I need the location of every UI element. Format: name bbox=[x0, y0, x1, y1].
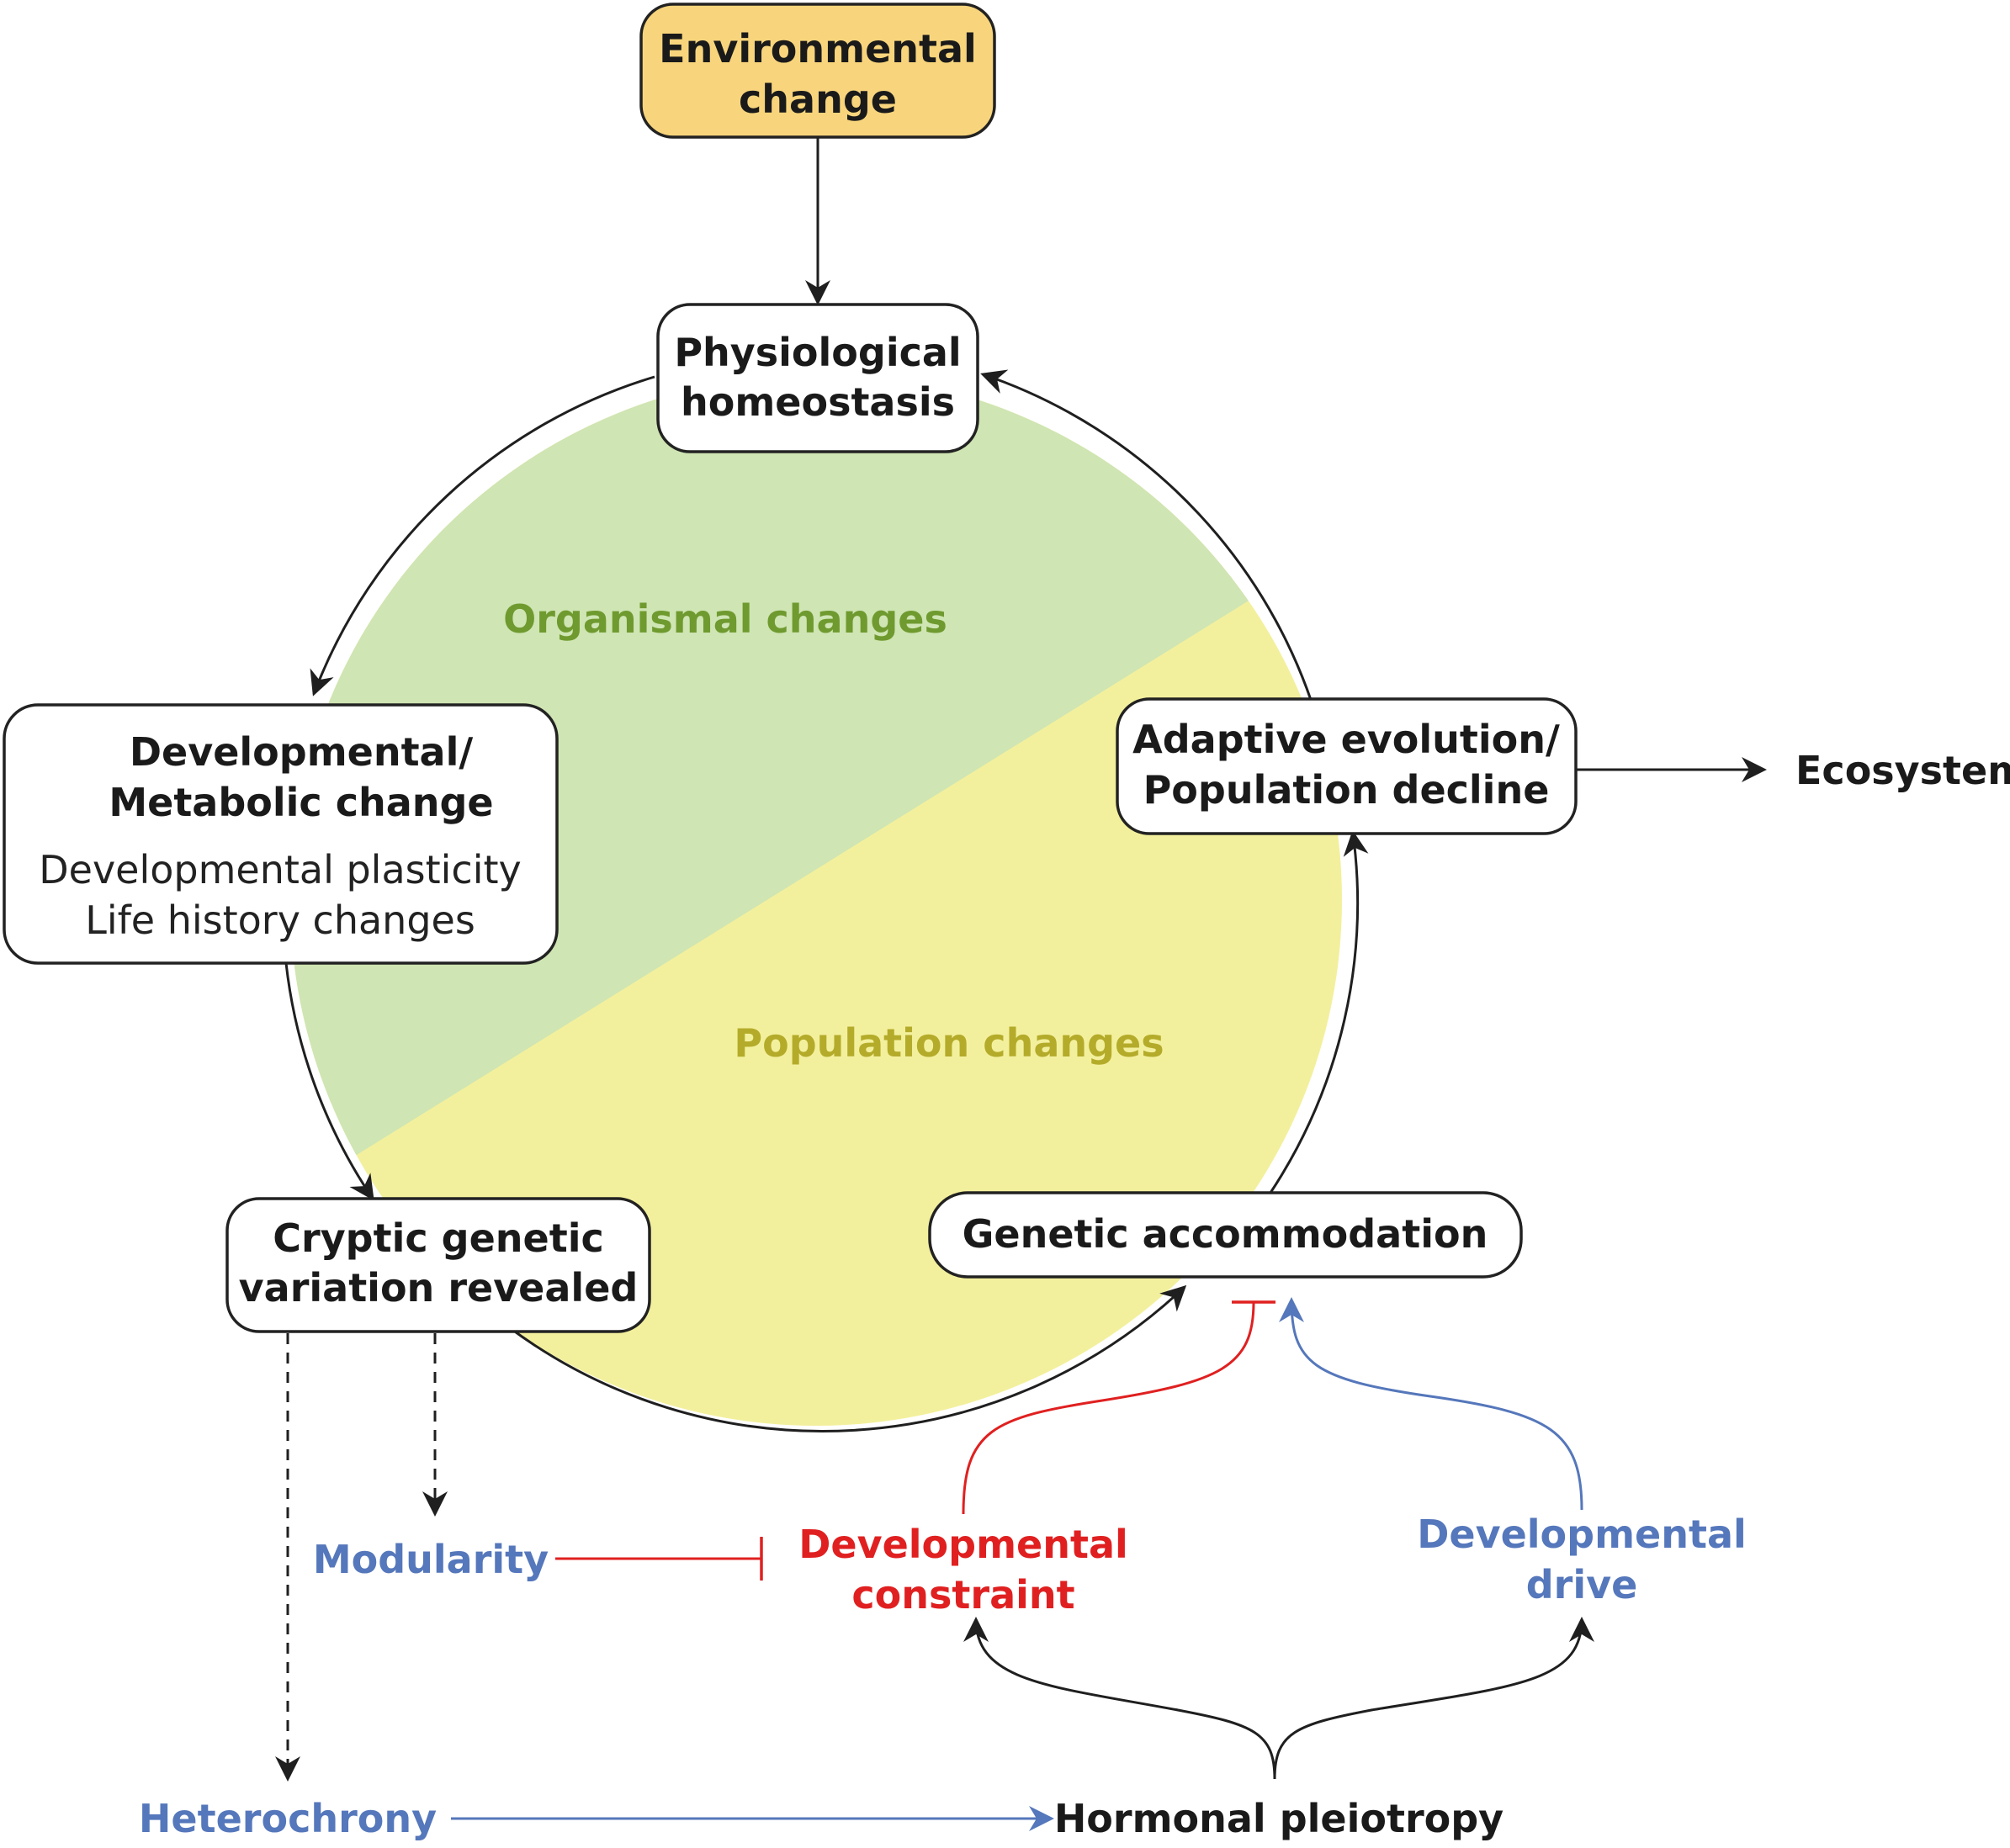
physiological-homeostasis-line1: Physiological bbox=[674, 330, 961, 375]
cryptic-variation-line2: variation revealed bbox=[239, 1265, 639, 1311]
cryptic-variation-box bbox=[225, 1197, 651, 1333]
arrow-adaptive-to-homeostasis bbox=[980, 369, 1324, 739]
hormonal-pleiotropy-label: Hormonal pleiotropy bbox=[1054, 1796, 1504, 1841]
organismal-changes-label: Organismal changes bbox=[503, 596, 947, 642]
developmental-constraint-line1: Developmental bbox=[798, 1522, 1128, 1567]
arrow-pleiotropy-to-drive bbox=[1273, 1617, 1594, 1780]
genetic-accommodation-box bbox=[928, 1191, 1523, 1279]
developmental-plasticity-text: Developmental plasticity bbox=[39, 847, 522, 892]
arrow-pleiotropy-to-constraint bbox=[963, 1617, 1276, 1780]
heterochrony-label: Heterochrony bbox=[139, 1796, 437, 1841]
environmental-change-node: Environmental change bbox=[639, 3, 996, 139]
environmental-change-line2: change bbox=[739, 77, 897, 122]
genetic-accommodation-text: Genetic accommodation bbox=[963, 1211, 1488, 1257]
arrow-cryptic-to-accommodation bbox=[508, 1284, 1187, 1432]
cryptic-variation-line1: Cryptic genetic bbox=[273, 1215, 604, 1261]
inhibit-constraint-to-accommodation bbox=[962, 1301, 1255, 1515]
developmental-drive-line2: drive bbox=[1526, 1562, 1638, 1607]
life-history-changes-text: Life history changes bbox=[85, 898, 475, 943]
arrow-developmental-to-cryptic bbox=[284, 962, 374, 1201]
adaptive-evolution-box bbox=[1116, 697, 1578, 835]
genetic-accommodation-node: Genetic accommodation bbox=[928, 1191, 1523, 1279]
developmental-drive-line1: Developmental bbox=[1417, 1512, 1747, 1557]
environmental-change-box bbox=[639, 3, 996, 139]
arrow-accommodation-to-adaptive bbox=[1269, 830, 1369, 1194]
population-changes-label: Population changes bbox=[734, 1020, 1164, 1066]
developmental-metabolic-box bbox=[3, 703, 559, 965]
physiological-homeostasis-node: Physiological homeostasis bbox=[656, 303, 979, 453]
organismal-region bbox=[290, 374, 1342, 1220]
environmental-change-line1: Environmental bbox=[659, 26, 977, 71]
cycle-arrows bbox=[284, 369, 1369, 1432]
modularity-label: Modularity bbox=[313, 1537, 549, 1582]
developmental-metabolic-line1: Developmental/ bbox=[130, 729, 474, 775]
physiological-homeostasis-line2: homeostasis bbox=[681, 379, 955, 425]
developmental-constraint-line2: constraint bbox=[851, 1572, 1074, 1618]
adaptive-evolution-line1: Adaptive evolution/ bbox=[1132, 717, 1560, 762]
arrow-drive-to-accommodation bbox=[1279, 1297, 1583, 1511]
arrow-homeostasis-to-developmental bbox=[310, 375, 655, 696]
developmental-metabolic-node: Developmental/ Metabolic change Developm… bbox=[3, 703, 559, 965]
adaptive-evolution-node: Adaptive evolution/ Population decline bbox=[1116, 697, 1578, 835]
developmental-metabolic-line2: Metabolic change bbox=[109, 780, 493, 825]
adaptive-evolution-line2: Population decline bbox=[1143, 767, 1550, 813]
physiological-homeostasis-box bbox=[656, 303, 979, 453]
cryptic-variation-node: Cryptic genetic variation revealed bbox=[225, 1197, 651, 1333]
ecosystem-label: Ecosystem bbox=[1795, 748, 2010, 793]
